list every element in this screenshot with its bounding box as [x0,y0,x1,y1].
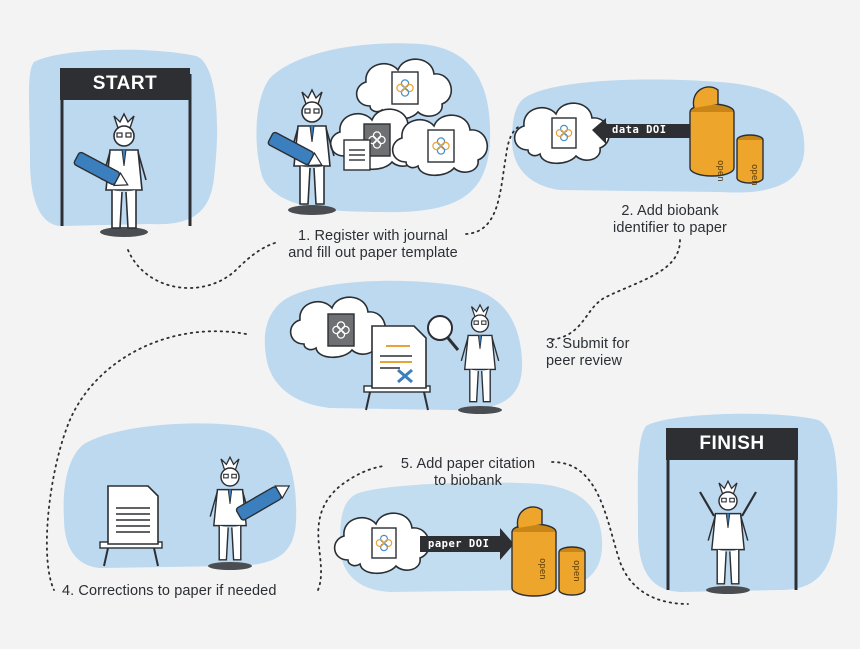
step3-line2: peer review [546,353,623,369]
start-banner-label: START [92,73,158,94]
paper-doi-label: paper DOI [428,538,490,550]
connector-start-to-1 [127,241,279,289]
step4-line1: 4. Corrections to paper if needed [62,583,277,599]
step5-line2: to biobank [434,473,502,489]
step1-line1: 1. Register with journal [298,228,448,244]
start-banner [60,68,190,100]
step2-label: 2. Add biobank identifier to paper [590,203,750,237]
step1-scene [267,58,489,215]
step2-line2: identifier to paper [613,220,727,236]
step3-label: 3. Submit for peer review [546,336,666,370]
step3-scene [289,296,502,414]
pencil-icon [235,485,291,521]
pencil-icon [73,151,129,187]
can-label: open [537,558,547,580]
magnifier-icon [427,315,453,341]
step3-line1: 3. Submit for [546,336,630,352]
connectors [46,125,689,605]
step1-line2: and fill out paper template [288,245,458,261]
step5-line1: 5. Add paper citation [400,456,536,472]
open-can-big [511,523,557,597]
step5-label: 5. Add paper citation to biobank [380,456,556,490]
corrected-paper [107,485,159,545]
correction-mark-icon [397,368,413,384]
step4-scene [99,456,291,570]
finish-scene [666,428,798,594]
connector-2-to-3 [549,239,681,341]
data-doi-label: data DOI [612,124,667,136]
connector-3-to-4 [46,330,247,591]
review-paper [371,325,427,389]
step4-label: 4. Corrections to paper if needed [62,583,332,600]
connector-5-to-finish [551,461,689,605]
step1-label: 1. Register with journal and fill out pa… [270,228,476,262]
can-label: open [571,560,581,582]
can-label: open [749,164,759,186]
finish-banner [666,428,798,460]
open-can-big [689,103,735,177]
connector-1-to-2 [465,125,521,235]
step5-scene: open open [333,506,586,597]
connector-4-to-5 [317,465,385,591]
step2-scene: open open [513,86,764,186]
data-doi-arrow [592,118,694,144]
paper-doi-arrow [420,528,514,560]
step2-line1: 2. Add biobank [621,203,719,219]
pencil-icon [267,131,323,167]
finish-banner-label: FINISH [699,433,765,454]
start-scene [60,68,192,237]
can-label: open [715,160,725,182]
